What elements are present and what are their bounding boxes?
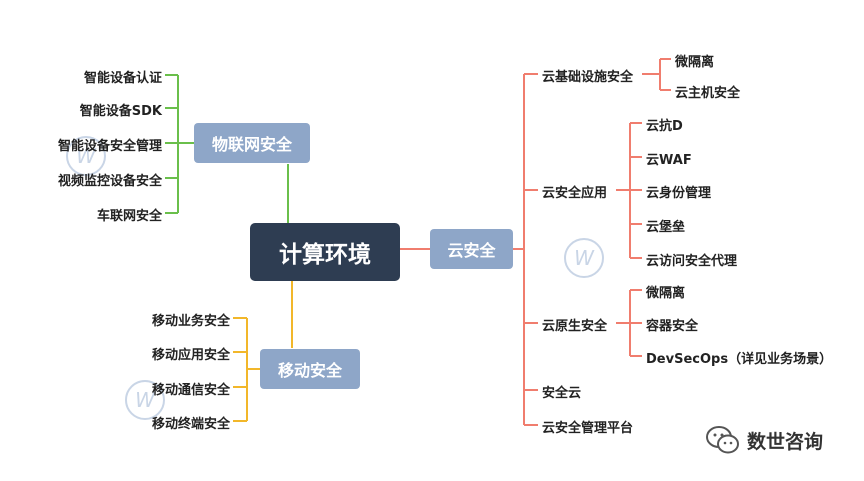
mobile-item: 移动终端安全 <box>151 417 230 432</box>
cloud-infra-label: 云基础设施安全 <box>542 70 634 85</box>
iot-node: 物联网安全 <box>194 123 310 163</box>
iot-item: 智能设备安全管理 <box>57 139 162 154</box>
mobile-item: 移动通信安全 <box>151 383 230 398</box>
cloud-app-item: 云访问安全代理 <box>646 254 738 269</box>
iot-item: 车联网安全 <box>96 209 162 224</box>
mobile-item: 移动应用安全 <box>151 348 230 363</box>
mobile-item: 移动业务安全 <box>151 314 230 329</box>
cloud-other-item: 安全云 <box>542 386 582 401</box>
cloud-node: 云安全 <box>430 229 513 269</box>
cloud-app-item: 云身份管理 <box>646 186 712 201</box>
mobile-node: 移动安全 <box>260 349 360 389</box>
cloud-native-label: 云原生安全 <box>542 319 608 334</box>
brand-name: 数世咨询 <box>747 430 824 453</box>
root-node: 计算环境 <box>250 223 400 281</box>
iot-connectors <box>165 74 289 223</box>
cloud-other-item: 云安全管理平台 <box>542 421 634 436</box>
wechat-icon <box>705 425 741 455</box>
cloud-infra-item: 微隔离 <box>675 55 715 70</box>
cloud-app-item: 云抗D <box>646 119 683 134</box>
cloud-native-item: 容器安全 <box>646 319 699 334</box>
cloud-app-label: 云安全应用 <box>542 186 608 201</box>
mobile-connectors <box>233 281 293 422</box>
cloud-native-item: DevSecOps（详见业务场景） <box>646 352 833 367</box>
iot-item: 智能设备SDK <box>79 104 162 119</box>
cloud-connectors <box>400 58 671 426</box>
brand-signature: 数世咨询 <box>705 425 823 455</box>
watermark-logo: W <box>564 238 604 278</box>
cloud-infra-item: 云主机安全 <box>675 86 741 101</box>
watermark-logo: W <box>66 136 106 176</box>
iot-item: 视频监控设备安全 <box>57 174 162 189</box>
cloud-app-item: 云WAF <box>646 153 692 168</box>
cloud-app-item: 云堡垒 <box>646 220 686 235</box>
watermark-logo: W <box>125 380 165 420</box>
cloud-native-item: 微隔离 <box>646 286 686 301</box>
iot-item: 智能设备认证 <box>83 71 162 86</box>
